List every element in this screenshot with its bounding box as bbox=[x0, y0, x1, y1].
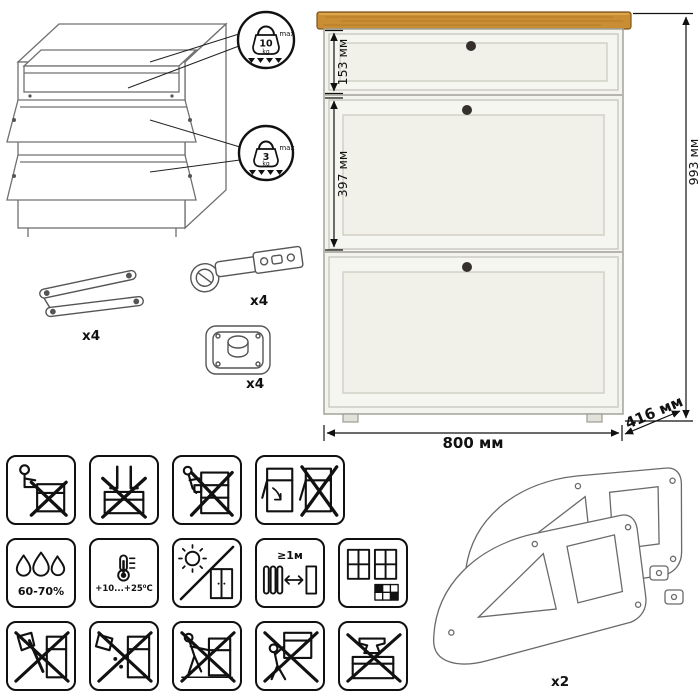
dimension-lines bbox=[323, 12, 693, 441]
prohibition-cross-icon bbox=[180, 631, 236, 683]
temperature-label: +10...+25⁰C bbox=[95, 583, 153, 594]
stay-count-label: x4 bbox=[82, 328, 100, 344]
drawer-knob bbox=[466, 41, 476, 51]
carrying-cabinet-icon bbox=[263, 631, 319, 683]
pictogram-no-liquids bbox=[89, 621, 159, 691]
care-pictograms: 60-70% +10...+25⁰C bbox=[6, 455, 408, 700]
door-frames-illustration: x2 bbox=[433, 467, 684, 690]
anvil-icon bbox=[346, 633, 402, 683]
door-weight-max: max bbox=[279, 144, 294, 152]
pictogram-row-1 bbox=[6, 455, 408, 525]
kettlebell-handle-icon bbox=[257, 25, 275, 36]
pictogram-no-sitting bbox=[6, 455, 76, 525]
prohibition-cross-icon bbox=[101, 476, 147, 519]
upper-door-knob bbox=[462, 105, 472, 115]
kettlebell-handle-icon bbox=[258, 140, 274, 150]
pictogram-no-impact-tools bbox=[6, 621, 76, 691]
foot-count-label: x4 bbox=[246, 376, 264, 392]
upper-flip-door bbox=[328, 99, 619, 250]
wood-grain bbox=[323, 16, 623, 26]
parts-illustration: 10 kg max 3 kg max bbox=[6, 10, 304, 392]
wireframe-cabinet bbox=[6, 22, 228, 237]
kettlebell-icon bbox=[252, 34, 280, 55]
pictogram-no-standing bbox=[89, 455, 159, 525]
total-height-label: 993 мм bbox=[686, 139, 700, 186]
door-weight-unit: kg bbox=[262, 161, 269, 168]
kettlebell-icon bbox=[253, 148, 279, 168]
cabinet-render: 153 мм 397 мм 993 мм 800 мм 416 мм bbox=[316, 11, 700, 450]
pictogram-no-climbing bbox=[172, 455, 242, 525]
frame-front bbox=[433, 514, 647, 665]
door-weight-value: 3 bbox=[263, 152, 270, 163]
drawer-height-label: 153 мм bbox=[335, 39, 350, 86]
prohibition-cross-icon bbox=[189, 470, 234, 517]
pictogram-no-carrying-loaded bbox=[255, 621, 325, 691]
pictogram-heater-distance: ≥1м bbox=[255, 538, 325, 608]
depth-label: 416 мм bbox=[622, 392, 685, 432]
door-weight-callout: 3 kg max bbox=[237, 124, 295, 182]
prohibition-cross-icon bbox=[346, 633, 402, 683]
distance-label: ≥1м bbox=[277, 548, 303, 562]
pictogram-humidity: 60-70% bbox=[6, 538, 76, 608]
no-hanging-on-doors-icon bbox=[261, 465, 339, 517]
foot-illustration bbox=[205, 325, 271, 375]
sun-cabinet-icon bbox=[178, 544, 235, 601]
lower-door-knob bbox=[462, 262, 472, 272]
hinge-illustration bbox=[190, 245, 304, 293]
drawer-weight-unit: kg bbox=[262, 49, 269, 56]
pictogram-no-hanging-on-doors bbox=[255, 455, 345, 525]
water-drops-icon bbox=[15, 551, 66, 577]
wireframe-hinge-dots bbox=[12, 94, 192, 178]
prohibition-cross-icon bbox=[300, 465, 339, 517]
no-standing-icon bbox=[101, 465, 147, 519]
prohibition-cross-icon bbox=[97, 631, 153, 683]
cabinet-foot-left bbox=[342, 413, 359, 423]
width-label: 800 мм bbox=[442, 434, 503, 450]
pictogram-no-dragging bbox=[172, 621, 242, 691]
cabinet-foot-right bbox=[586, 413, 603, 423]
drawer-front bbox=[328, 33, 619, 91]
drawer-weight-callout: 10 kg max bbox=[236, 10, 296, 70]
frame-latch-blocks bbox=[649, 565, 684, 605]
prohibition-cross-icon bbox=[29, 480, 68, 517]
vent-grille-icon bbox=[374, 583, 399, 601]
no-climbing-icon bbox=[182, 465, 234, 517]
thermometer-icon bbox=[117, 554, 136, 582]
dragging-cabinet-icon bbox=[180, 631, 236, 683]
pictogram-ventilation bbox=[338, 538, 408, 608]
spilling-liquid-icon bbox=[95, 631, 153, 683]
pictogram-row-2: 60-70% +10...+25⁰C bbox=[6, 538, 408, 608]
drawer-weight-max: max bbox=[279, 30, 294, 38]
press-arrows-icon bbox=[248, 58, 282, 63]
prohibition-cross-icon bbox=[263, 631, 319, 683]
pictogram-no-sunlight bbox=[172, 538, 242, 608]
pictogram-row-3 bbox=[6, 621, 408, 691]
windows-icon bbox=[346, 548, 399, 601]
axe-icon bbox=[14, 631, 70, 683]
stay-illustration bbox=[39, 269, 144, 318]
callout-connectors bbox=[127, 33, 241, 173]
door-height-label: 397 мм bbox=[335, 151, 350, 198]
radiator-distance-icon bbox=[262, 565, 318, 594]
lower-flip-door bbox=[328, 256, 619, 408]
pictogram-temperature: +10...+25⁰C bbox=[89, 538, 159, 608]
no-sitting-icon bbox=[19, 464, 68, 517]
press-arrows-icon bbox=[249, 170, 283, 175]
pictogram-no-heavy-objects bbox=[338, 621, 408, 691]
frame-count-label: x2 bbox=[551, 674, 569, 690]
drawer-weight-value: 10 bbox=[259, 39, 273, 50]
hinge-count-label: x4 bbox=[250, 293, 268, 309]
humidity-label: 60-70% bbox=[17, 584, 65, 598]
prohibition-cross-icon bbox=[14, 631, 70, 683]
